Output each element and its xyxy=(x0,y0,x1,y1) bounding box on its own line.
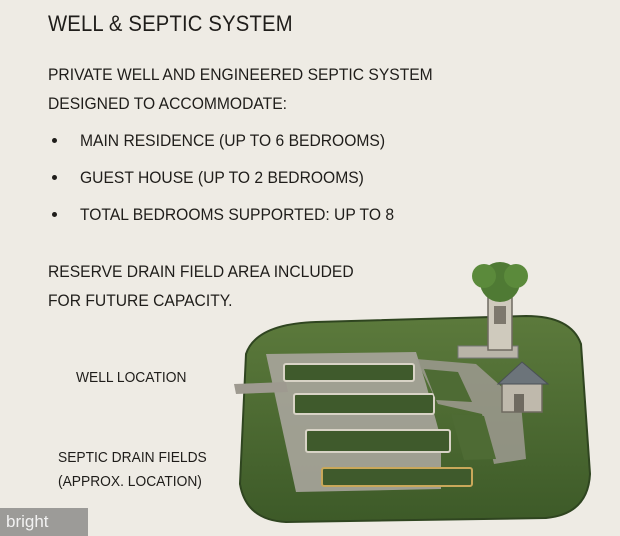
site-plan-illustration xyxy=(234,262,592,524)
well-window xyxy=(494,306,506,324)
drain-field xyxy=(293,393,435,415)
page-title: WELL & SEPTIC SYSTEM xyxy=(48,11,293,36)
reserve-line-2: FOR FUTURE CAPACITY. xyxy=(48,291,233,310)
grass-strip xyxy=(451,414,496,460)
gravel-path xyxy=(266,352,441,492)
reserve-text: RESERVE DRAIN FIELD AREA INCLUDED FOR FU… xyxy=(48,257,354,315)
pump-house-door xyxy=(514,394,524,412)
list-item: MAIN RESIDENCE (UP TO 6 BEDROOMS) xyxy=(50,128,421,165)
watermark-logo: bright xyxy=(0,508,88,536)
tree xyxy=(472,264,496,288)
septic-label: SEPTIC DRAIN FIELDS (APPROX. LOCATION) xyxy=(58,446,207,494)
pump-house-roof xyxy=(496,361,550,385)
drain-field xyxy=(283,363,415,382)
bullet-icon xyxy=(52,212,57,217)
grass-strip xyxy=(424,369,472,402)
bullet-icon xyxy=(52,138,57,143)
intro-line-1: PRIVATE WELL AND ENGINEERED SEPTIC SYSTE… xyxy=(48,65,433,84)
tree xyxy=(504,264,528,288)
well-location-label: WELL LOCATION xyxy=(76,369,187,386)
drain-field xyxy=(321,467,473,487)
drain-field xyxy=(305,429,451,453)
list-item: TOTAL BEDROOMS SUPPORTED: UP TO 8 xyxy=(50,202,421,239)
septic-label-line-1: SEPTIC DRAIN FIELDS xyxy=(58,449,207,466)
list-item: GUEST HOUSE (UP TO 2 BEDROOMS) xyxy=(50,165,421,202)
intro-text: PRIVATE WELL AND ENGINEERED SEPTIC SYSTE… xyxy=(48,60,433,118)
septic-label-line-2: (APPROX. LOCATION) xyxy=(58,473,202,490)
gravel-path xyxy=(234,382,288,394)
bullet-icon xyxy=(52,175,57,180)
intro-line-2: DESIGNED TO ACCOMMODATE: xyxy=(48,94,287,113)
reserve-line-1: RESERVE DRAIN FIELD AREA INCLUDED xyxy=(48,262,354,281)
capacity-list: MAIN RESIDENCE (UP TO 6 BEDROOMS) GUEST … xyxy=(50,128,421,239)
